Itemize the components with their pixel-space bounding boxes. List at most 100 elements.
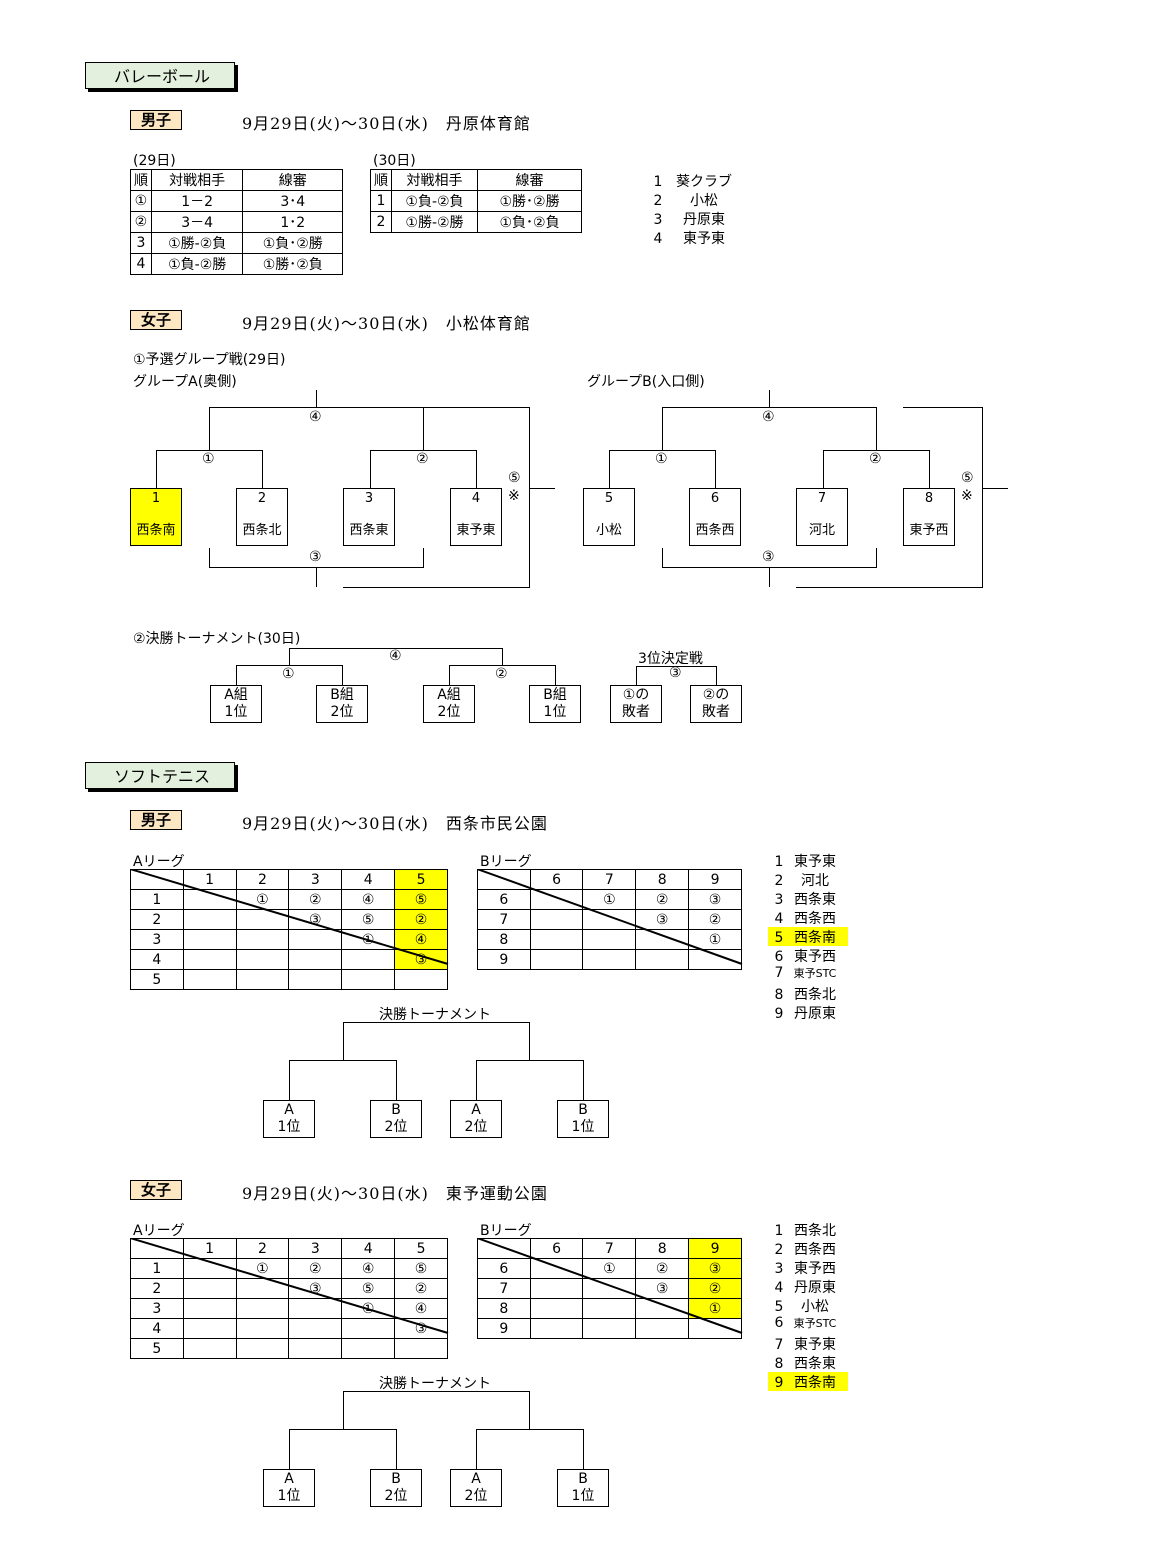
softtennis-women-final-title: 決勝トーナメント bbox=[379, 1376, 491, 1392]
table-cell: 順 bbox=[370, 169, 392, 191]
softtennis-men-date: 9月29日(火)～30日(水) 西条市民公園 bbox=[242, 814, 548, 833]
table-cell: 2 bbox=[370, 211, 392, 233]
table-cell: ② bbox=[130, 211, 152, 233]
table-cell: 4 bbox=[130, 253, 152, 275]
final-match-4-mark: ④ bbox=[389, 648, 402, 664]
match-4-mark: ④ bbox=[309, 409, 322, 425]
match-2-mark: ② bbox=[416, 451, 429, 467]
table-cell: ⑤ bbox=[394, 1258, 448, 1279]
third-place-title: 3位決定戦 bbox=[638, 651, 703, 667]
table-cell: ① bbox=[688, 929, 742, 950]
table-cell: 線審 bbox=[242, 169, 343, 191]
final-match-2-mark: ② bbox=[495, 666, 508, 682]
group-a-title: グループA(奥側) bbox=[133, 374, 237, 390]
volleyball-women-date: 9月29日(火)～30日(水) 小松体育館 bbox=[242, 314, 531, 333]
table-cell bbox=[394, 969, 448, 990]
third-match-3-mark: ③ bbox=[669, 665, 682, 681]
table-cell: ①勝･②勝 bbox=[477, 190, 582, 212]
table-cell: ② bbox=[394, 1278, 448, 1299]
table-cell: ② bbox=[394, 909, 448, 930]
volleyball-women-tag: 女子 bbox=[130, 310, 182, 330]
table-cell: 対戦相手 bbox=[150, 169, 244, 191]
league-b-title: Bリーグ bbox=[480, 1223, 532, 1239]
table-cell bbox=[688, 949, 742, 970]
match-1-mark: ① bbox=[655, 451, 668, 467]
table-cell: ③ bbox=[688, 1258, 742, 1279]
match-3-mark: ③ bbox=[762, 549, 775, 565]
table-cell: 1･2 bbox=[242, 211, 343, 233]
match-2-mark: ② bbox=[869, 451, 882, 467]
match-3-mark: ③ bbox=[309, 549, 322, 565]
softtennis-men-tag: 男子 bbox=[130, 810, 182, 830]
day2-label: (30日) bbox=[373, 153, 416, 169]
table-cell: ① bbox=[582, 889, 637, 910]
table-row: 9 bbox=[477, 949, 742, 970]
table-row: 順対戦相手線審 bbox=[130, 169, 343, 191]
bracket-box: ①の敗者 bbox=[610, 685, 662, 723]
table-cell: ② bbox=[688, 1278, 742, 1299]
softtennis-men-final-title: 決勝トーナメント bbox=[379, 1007, 491, 1023]
table-cell: ① bbox=[130, 190, 152, 212]
table-cell: 対戦相手 bbox=[390, 169, 479, 191]
volleyball-men-date: 9月29日(火)～30日(水) 丹原体育館 bbox=[242, 114, 531, 133]
table-cell: ①負-②勝 bbox=[150, 253, 244, 275]
softtennis-women-league-a-table: 123451①②④⑤2③⑤②3①④4③5 bbox=[130, 1238, 449, 1359]
table-cell: ①負･②負 bbox=[477, 211, 582, 233]
table-row: 9 bbox=[477, 1318, 742, 1339]
section-title-volleyball: バレーボール bbox=[85, 62, 235, 89]
table-cell bbox=[688, 1318, 742, 1339]
table-cell: ③ bbox=[635, 909, 690, 930]
section-title-soft-tennis: ソフトテニス bbox=[85, 762, 235, 789]
table-row: 3①④ bbox=[130, 929, 448, 950]
day1-label: (29日) bbox=[133, 153, 176, 169]
final-title: ②決勝トーナメント(30日) bbox=[133, 631, 301, 647]
table-cell: ①勝･②負 bbox=[242, 253, 343, 275]
table-cell: ①勝-②負 bbox=[150, 232, 244, 254]
league-a-title: Aリーグ bbox=[133, 1223, 185, 1239]
table-row: 3①④ bbox=[130, 1298, 448, 1319]
table-cell: 1－2 bbox=[150, 190, 244, 212]
